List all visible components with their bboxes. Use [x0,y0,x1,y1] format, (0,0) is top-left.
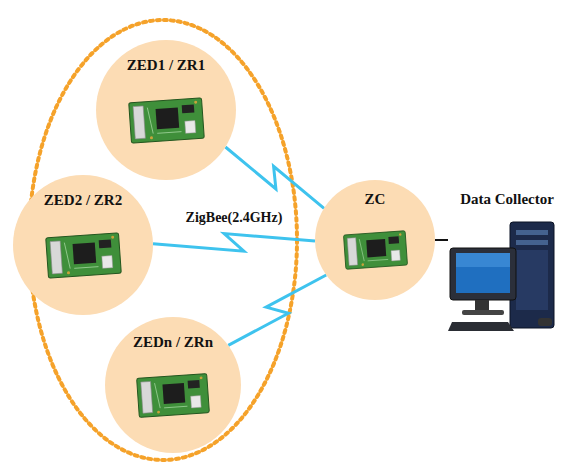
wireless-link [228,275,326,345]
device-node: ZC [315,180,435,300]
wired-link [435,239,448,241]
circuit-board [43,227,124,284]
computer-icon [448,218,566,336]
node-label: ZED2 / ZR2 [13,191,153,209]
device-node: ZEDn / ZRn [105,317,241,453]
node-label: ZEDn / ZRn [105,333,241,351]
data-collector: Data Collector [448,190,566,338]
circuit-board [134,368,212,423]
node-label: Data Collector [448,190,566,208]
node-label: ZED1 / ZR1 [96,56,236,74]
wireless-link [153,234,315,252]
circuit-board [341,226,410,274]
network-boundary [29,20,297,460]
circuit-board [126,92,207,149]
wireless-link [225,147,324,208]
device-node: ZED2 / ZR2 [13,175,153,315]
node-label: ZC [315,190,435,208]
device-node: ZED1 / ZR1 [96,40,236,180]
link-label: ZigBee(2.4GHz) [184,209,285,226]
